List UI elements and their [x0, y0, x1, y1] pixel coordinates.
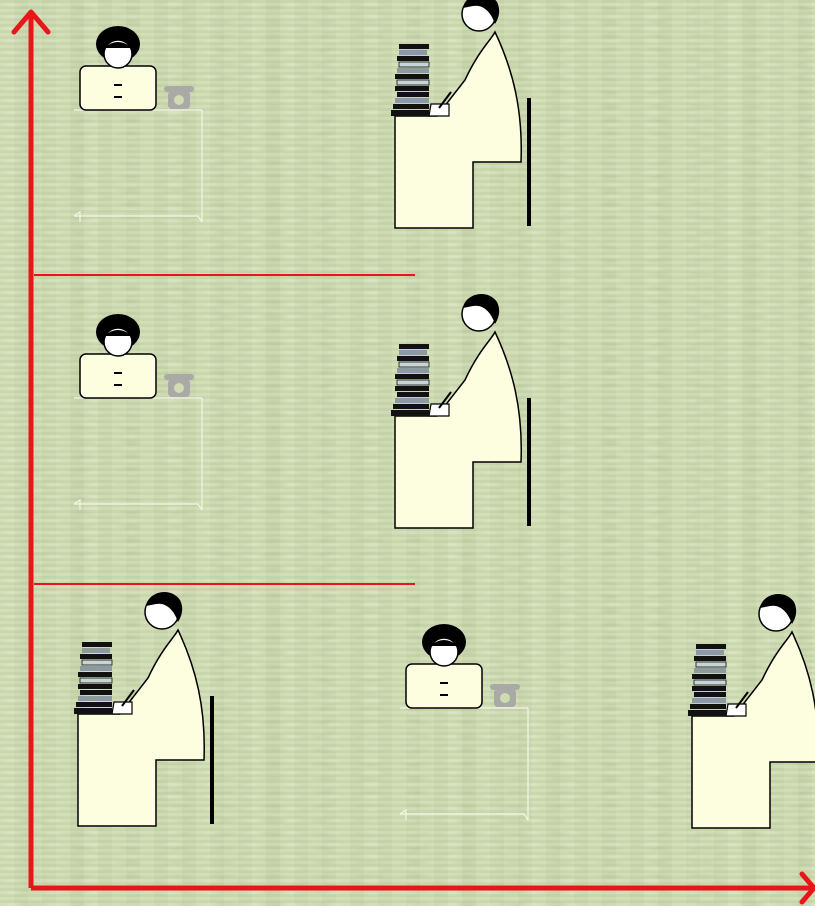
receptionist-icon: [74, 314, 202, 510]
receptionist-icon: [74, 26, 202, 222]
clerk-icon: [688, 594, 815, 828]
horizontal-axis-arrow: [31, 874, 814, 902]
vertical-axis-arrow: [14, 12, 48, 888]
row-1: [74, 0, 531, 228]
clerk-icon: [74, 592, 214, 826]
row-2: [74, 294, 531, 528]
clerk-icon: [391, 294, 531, 528]
row-3: [74, 592, 815, 828]
clerk-icon: [391, 0, 531, 228]
receptionist-icon: [400, 624, 528, 820]
